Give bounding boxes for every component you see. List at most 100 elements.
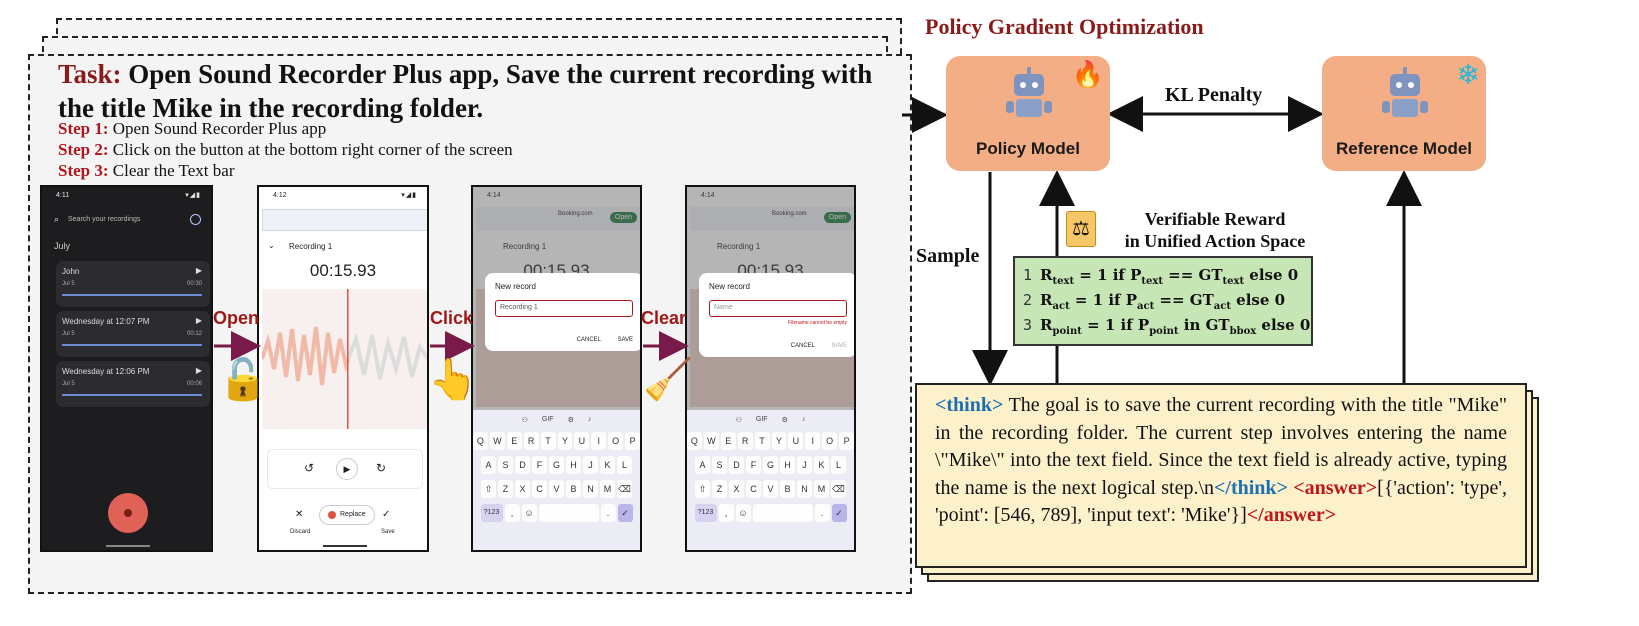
gif-key[interactable]: GIF <box>541 416 554 423</box>
emoji-key[interactable]: ☺ <box>521 504 537 522</box>
key[interactable]: J <box>797 456 812 474</box>
key[interactable]: Y <box>557 432 573 450</box>
key[interactable]: A <box>695 456 710 474</box>
discard-icon[interactable]: ✕ <box>295 509 304 520</box>
key[interactable]: T <box>540 432 556 450</box>
account-icon[interactable] <box>190 214 201 225</box>
key[interactable]: C <box>532 480 547 498</box>
key[interactable]: X <box>729 480 744 498</box>
key[interactable]: G <box>549 456 564 474</box>
list-item[interactable]: Wednesday at 12:07 PM ▶ Jul 5 00:12 <box>56 311 210 357</box>
list-item[interactable]: John ▶ Jul 5 00:30 <box>56 261 210 307</box>
mic-icon[interactable]: ♪ <box>587 416 592 423</box>
key[interactable]: M <box>600 480 615 498</box>
cancel-button[interactable]: CANCEL <box>790 343 815 349</box>
key[interactable]: I <box>805 432 821 450</box>
key[interactable]: B <box>780 480 795 498</box>
key[interactable]: Z <box>498 480 513 498</box>
ad-open-button[interactable]: Open <box>823 212 851 223</box>
comma-key[interactable]: , <box>718 504 734 522</box>
space-key[interactable] <box>538 504 599 522</box>
key[interactable]: V <box>549 480 564 498</box>
play-button[interactable]: ▶ <box>336 458 358 480</box>
save-icon[interactable]: ✓ <box>382 509 391 520</box>
backspace-key[interactable]: ⌫ <box>831 480 846 498</box>
key[interactable]: Q <box>473 432 488 450</box>
key[interactable]: I <box>591 432 607 450</box>
shift-key[interactable]: ⇧ <box>695 480 710 498</box>
key[interactable]: D <box>729 456 744 474</box>
settings-icon[interactable]: ⚙ <box>781 417 788 424</box>
play-icon[interactable]: ▶ <box>195 316 202 325</box>
list-item[interactable]: Wednesday at 12:06 PM ▶ Jul 5 00:06 <box>56 361 210 407</box>
key[interactable]: F <box>746 456 761 474</box>
key[interactable]: T <box>754 432 770 450</box>
save-button[interactable]: SAVE <box>831 343 847 349</box>
emoji-icon[interactable]: ⚇ <box>735 417 742 424</box>
key[interactable]: H <box>780 456 795 474</box>
emoji-icon[interactable]: ⚇ <box>521 417 528 424</box>
key[interactable]: E <box>506 432 522 450</box>
key[interactable]: O <box>822 432 838 450</box>
key[interactable]: A <box>481 456 496 474</box>
play-icon[interactable]: ▶ <box>195 266 202 275</box>
key[interactable]: O <box>608 432 624 450</box>
search-input[interactable]: Search your recordings <box>68 216 141 223</box>
key[interactable]: C <box>746 480 761 498</box>
key[interactable]: P <box>625 432 640 450</box>
play-icon[interactable]: ▶ <box>195 366 202 375</box>
key[interactable]: L <box>617 456 632 474</box>
rewind-icon[interactable]: ↺ <box>304 461 315 475</box>
shift-key[interactable]: ⇧ <box>481 480 496 498</box>
settings-icon[interactable]: ⚙ <box>567 417 574 424</box>
numbers-key[interactable]: ?123 <box>480 504 503 522</box>
key[interactable]: J <box>583 456 598 474</box>
key[interactable]: Y <box>771 432 787 450</box>
comma-key[interactable]: , <box>504 504 520 522</box>
record-button[interactable] <box>108 493 148 533</box>
key[interactable]: K <box>814 456 829 474</box>
gif-key[interactable]: GIF <box>755 416 768 423</box>
key[interactable]: N <box>797 480 812 498</box>
key[interactable]: R <box>737 432 753 450</box>
enter-key[interactable]: ✓ <box>617 504 633 522</box>
forward-icon[interactable]: ↻ <box>376 461 387 475</box>
key[interactable]: Z <box>712 480 727 498</box>
key[interactable]: X <box>515 480 530 498</box>
key[interactable]: G <box>763 456 778 474</box>
search-icon[interactable]: ⌕ <box>54 214 60 224</box>
numbers-key[interactable]: ?123 <box>694 504 717 522</box>
ad-open-button[interactable]: Open <box>609 212 637 223</box>
backspace-key[interactable]: ⌫ <box>617 480 632 498</box>
key[interactable]: L <box>831 456 846 474</box>
mic-icon[interactable]: ♪ <box>801 416 806 423</box>
key[interactable]: D <box>515 456 530 474</box>
replace-button[interactable]: Replace <box>319 505 375 525</box>
key[interactable]: N <box>583 480 598 498</box>
key[interactable]: K <box>600 456 615 474</box>
key[interactable]: U <box>788 432 804 450</box>
period-key[interactable]: . <box>814 504 830 522</box>
chevron-down-icon[interactable]: ⌄ <box>268 241 275 250</box>
cancel-button[interactable]: CANCEL <box>576 337 601 343</box>
key[interactable]: S <box>712 456 727 474</box>
key[interactable]: W <box>703 432 719 450</box>
name-field[interactable]: Recording 1 <box>495 300 633 317</box>
key[interactable]: F <box>532 456 547 474</box>
key[interactable]: S <box>498 456 513 474</box>
enter-key[interactable]: ✓ <box>831 504 847 522</box>
name-field[interactable]: Name <box>709 300 847 317</box>
key[interactable]: M <box>814 480 829 498</box>
save-button[interactable]: SAVE <box>617 337 633 343</box>
key[interactable]: Q <box>687 432 702 450</box>
key[interactable]: P <box>839 432 854 450</box>
period-key[interactable]: . <box>600 504 616 522</box>
space-key[interactable] <box>752 504 813 522</box>
key[interactable]: W <box>489 432 505 450</box>
key[interactable]: R <box>523 432 539 450</box>
key[interactable]: V <box>763 480 778 498</box>
key[interactable]: U <box>574 432 590 450</box>
key[interactable]: E <box>720 432 736 450</box>
emoji-key[interactable]: ☺ <box>735 504 751 522</box>
key[interactable]: B <box>566 480 581 498</box>
